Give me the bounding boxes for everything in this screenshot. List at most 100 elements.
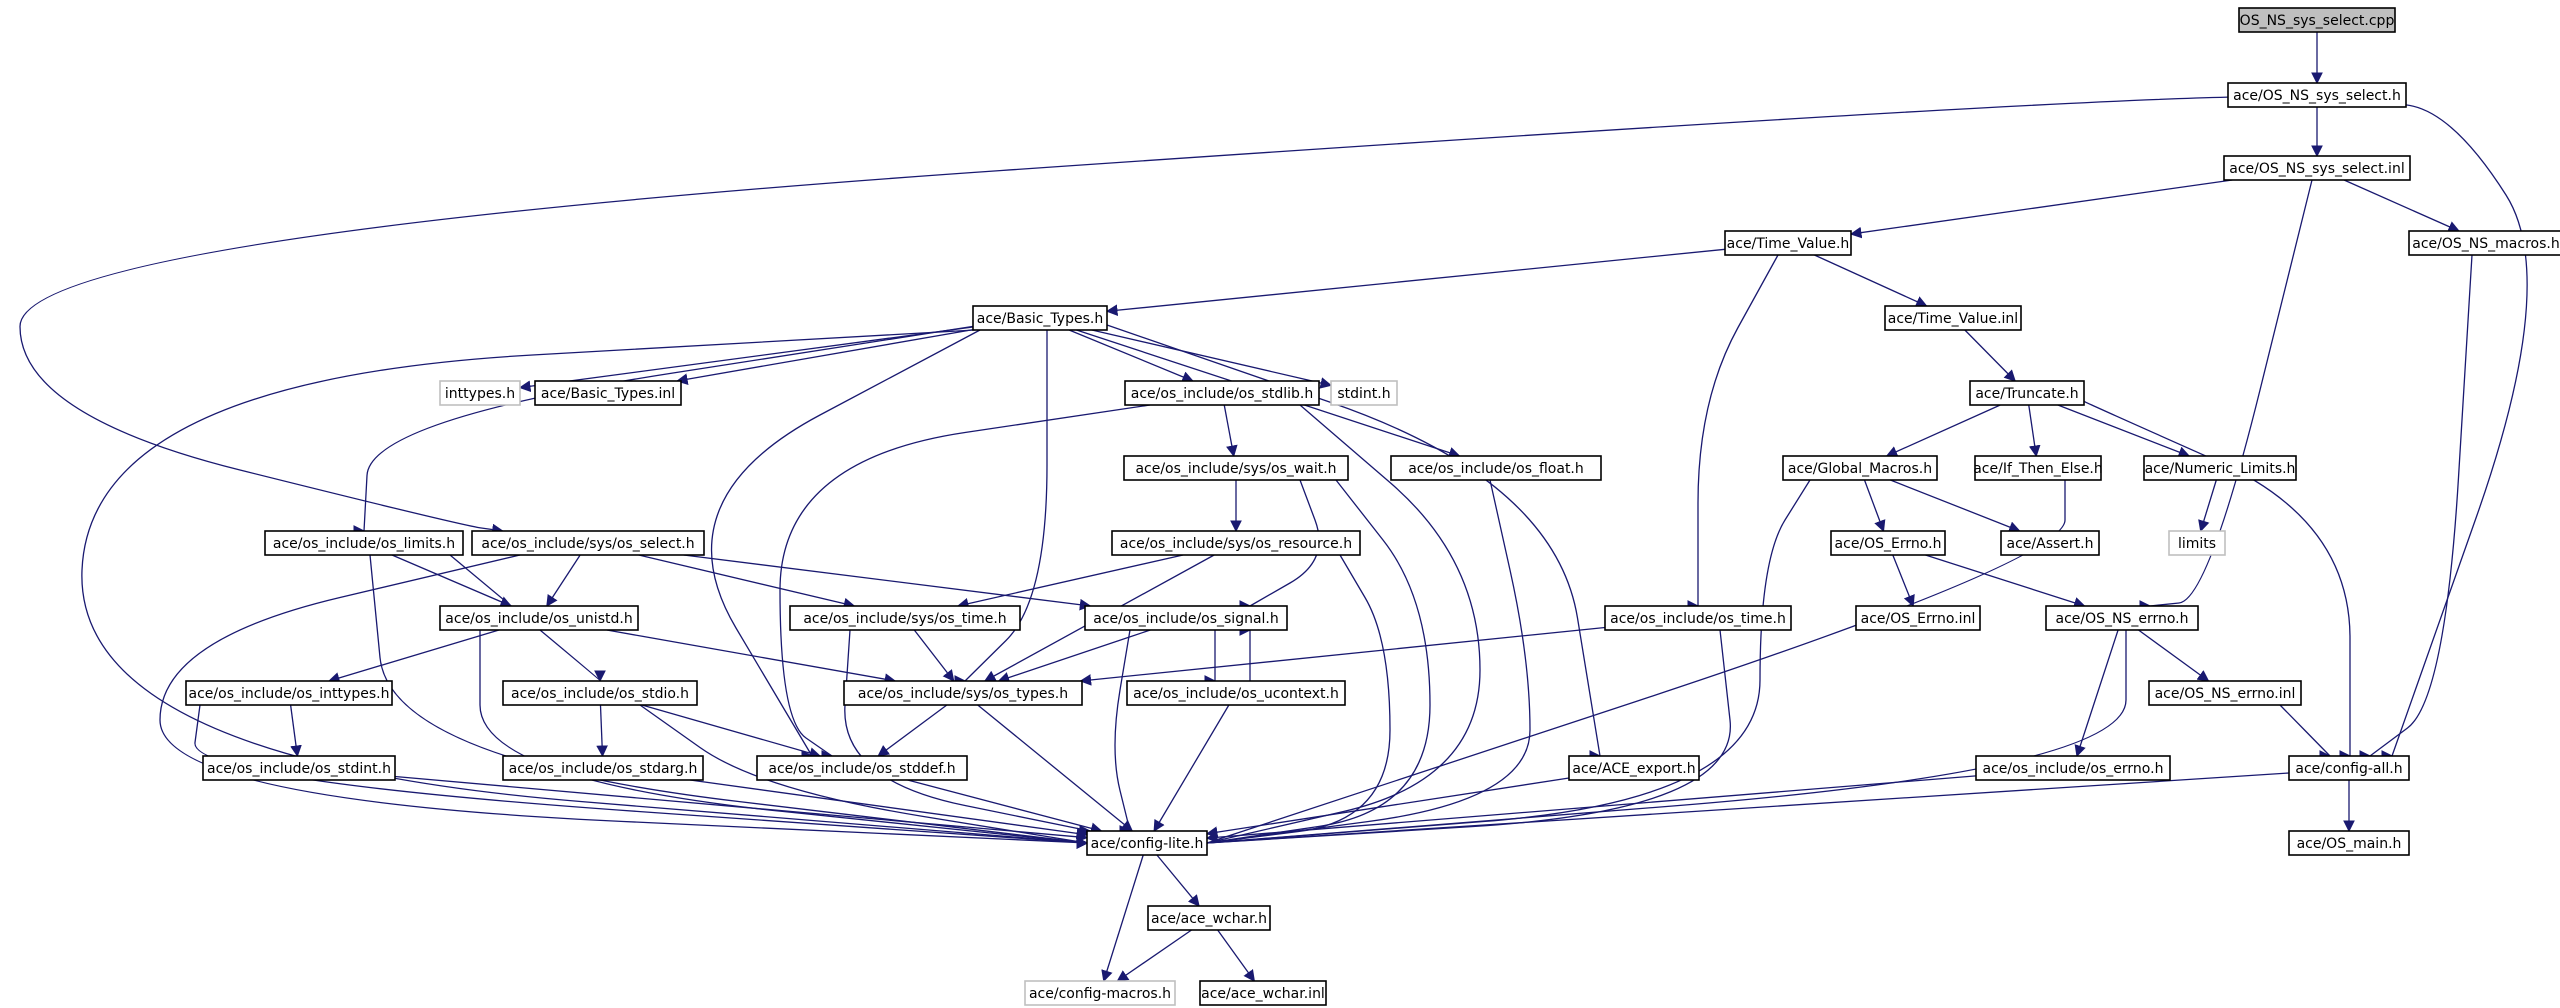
node-tv_h[interactable]: ace/Time_Value.h	[1724, 230, 1852, 256]
edge-stdlib-to-stddef	[779, 404, 1151, 757]
node-os_signal[interactable]: ace/os_include/os_signal.h	[1084, 605, 1288, 631]
edge-config_lite-to-ace_wchar_h	[1156, 854, 1200, 907]
node-label: ace/os_include/os_stddef.h	[768, 761, 955, 777]
node-unistd[interactable]: ace/os_include/os_unistd.h	[439, 605, 639, 631]
node-os_errno_inl[interactable]: ace/OS_Errno.inl	[1855, 605, 1981, 631]
edge-inttypes_os-to-config_lite	[194, 704, 1089, 849]
node-label: ace/os_include/os_stdarg.h	[509, 761, 698, 777]
node-os_stdio[interactable]: ace/os_include/os_stdio.h	[502, 680, 698, 706]
node-os_errno[interactable]: ace/os_include/os_errno.h	[1975, 755, 2171, 781]
node-label: ace/os_include/os_time.h	[1610, 611, 1786, 627]
node-inttypes_os[interactable]: ace/os_include/os_inttypes.h	[185, 680, 393, 706]
node-stdlib[interactable]: ace/os_include/os_stdlib.h	[1124, 380, 1320, 406]
node-label: ace/Time_Value.inl	[1888, 311, 2018, 327]
node-ns_macros[interactable]: ace/OS_NS_macros.h	[2408, 230, 2560, 256]
edge-bt_h-to-inttypes	[518, 326, 974, 393]
node-global_macros[interactable]: ace/Global_Macros.h	[1782, 455, 1938, 481]
node-os_main[interactable]: ace/OS_main.h	[2288, 830, 2410, 856]
node-truncate[interactable]: ace/Truncate.h	[1969, 380, 2085, 406]
node-ns_errno_inl[interactable]: ace/OS_NS_errno.inl	[2148, 680, 2302, 706]
node-ace_export[interactable]: ace/ACE_export.h	[1568, 755, 1700, 781]
edge-ucontext-to-config_lite	[1153, 704, 1230, 833]
edge-stdlib-to-config_lite	[1205, 404, 1481, 847]
node-os_float[interactable]: ace/os_include/os_float.h	[1390, 455, 1602, 481]
node-os_time[interactable]: ace/os_include/os_time.h	[1604, 605, 1792, 631]
node-numeric_limits[interactable]: ace/Numeric_Limits.h	[2143, 455, 2297, 481]
node-os_types[interactable]: ace/os_include/sys/os_types.h	[843, 680, 1083, 706]
node-stdarg[interactable]: ace/os_include/os_stdarg.h	[502, 755, 704, 781]
node-box	[502, 755, 704, 781]
node-box	[1724, 230, 1852, 256]
node-label: ace/OS_NS_sys_select.h	[2233, 88, 2401, 104]
edge-os_select-to-os_time_sys	[638, 554, 856, 610]
node-assert[interactable]: ace/Assert.h	[2000, 530, 2100, 556]
edge-ns_errno_h-to-os_errno	[2074, 629, 2119, 758]
node-config_lite[interactable]: ace/config-lite.h	[1086, 830, 1208, 856]
edge-bt_h-to-bt_inl	[675, 328, 974, 385]
node-inttypes[interactable]: inttypes.h	[439, 380, 521, 406]
node-box	[1124, 380, 1320, 406]
node-box	[2223, 155, 2411, 181]
edge-unistd-to-inttypes_os	[327, 629, 500, 684]
edge-os_signal-to-config_lite	[1114, 629, 1134, 833]
edge-stdarg-to-config_lite	[689, 779, 1089, 840]
node-os_select[interactable]: ace/os_include/sys/os_select.h	[471, 530, 705, 556]
node-sel_inl[interactable]: ace/OS_NS_sys_select.inl	[2223, 155, 2411, 181]
node-label: ace/os_include/sys/os_time.h	[803, 611, 1006, 627]
nodes-layer: OS_NS_sys_select.cpp ace/OS_NS_sys_select…	[185, 7, 2560, 1006]
node-box	[1086, 830, 1208, 856]
node-sel_h[interactable]: ace/OS_NS_sys_select.h	[2227, 82, 2407, 108]
node-os_wait[interactable]: ace/os_include/sys/os_wait.h	[1123, 455, 1349, 481]
node-ucontext[interactable]: ace/os_include/os_ucontext.h	[1126, 680, 1346, 706]
node-box	[202, 755, 396, 781]
edge-global_macros-to-os_errno_h	[1863, 479, 1886, 533]
node-bt_h[interactable]: ace/Basic_Types.h	[972, 305, 1108, 331]
node-label: ace/os_include/sys/os_select.h	[481, 536, 694, 552]
node-label: ace/os_include/os_errno.h	[1983, 761, 2164, 777]
edge-os_wait-to-config_lite	[1205, 479, 1431, 848]
node-os_resource[interactable]: ace/os_include/sys/os_resource.h	[1111, 530, 1361, 556]
node-root[interactable]: OS_NS_sys_select.cpp	[2238, 7, 2396, 33]
edge-os_stdio-to-stddef	[641, 704, 822, 759]
node-if_then_else[interactable]: ace/If_Then_Else.h	[1973, 455, 2103, 481]
node-ns_errno_h[interactable]: ace/OS_NS_errno.h	[2045, 605, 2199, 631]
node-stdint[interactable]: stdint.h	[1330, 380, 1398, 406]
node-box	[843, 680, 1083, 706]
node-box	[1330, 380, 1398, 406]
node-box	[1111, 530, 1361, 556]
node-label: ace/os_include/sys/os_resource.h	[1120, 536, 1352, 552]
node-os_limits[interactable]: ace/os_include/os_limits.h	[264, 530, 464, 556]
node-box	[439, 380, 521, 406]
node-ace_wchar_inl[interactable]: ace/ace_wchar.inl	[1199, 980, 1327, 1006]
node-config_macros[interactable]: ace/config-macros.h	[1024, 980, 1176, 1006]
node-limits[interactable]: limits	[2168, 530, 2226, 556]
node-config_all[interactable]: ace/config-all.h	[2288, 755, 2410, 781]
node-os_errno_h[interactable]: ace/OS_Errno.h	[1830, 530, 1946, 556]
node-box	[2045, 605, 2199, 631]
node-ace_wchar_h[interactable]: ace/ace_wchar.h	[1147, 905, 1271, 931]
node-box	[1568, 755, 1700, 781]
edge-if_then_else-to-config_lite	[1205, 479, 2066, 846]
node-label: ace/OS_NS_errno.h	[2055, 611, 2188, 627]
node-os_time_sys[interactable]: ace/os_include/sys/os_time.h	[789, 605, 1021, 631]
node-bt_inl[interactable]: ace/Basic_Types.inl	[534, 380, 682, 406]
node-box	[1855, 605, 1981, 631]
edge-ns_errno_inl-to-config_all	[2279, 704, 2331, 757]
edge-os_errno-to-config_lite	[1205, 775, 1977, 844]
edge-os_select-to-os_signal	[683, 554, 1092, 611]
edge-os_select-to-unistd	[546, 554, 581, 607]
node-box	[1123, 455, 1349, 481]
node-tv_inl[interactable]: ace/Time_Value.inl	[1884, 305, 2022, 331]
edge-tv_inl-to-truncate	[1964, 329, 2016, 382]
node-stddef[interactable]: ace/os_include/os_stddef.h	[756, 755, 968, 781]
edge-os_select-to-config_lite	[159, 554, 1089, 849]
node-box	[1147, 905, 1271, 931]
node-label: ace/If_Then_Else.h	[1973, 461, 2103, 477]
edge-ns_errno_h-to-ns_errno_inl	[2138, 629, 2210, 682]
edge-os_types-to-config_lite	[977, 704, 1134, 832]
edge-truncate-to-global_macros	[1885, 404, 2001, 458]
node-label: ace/os_include/os_inttypes.h	[189, 686, 390, 702]
node-os_stdint[interactable]: ace/os_include/os_stdint.h	[202, 755, 396, 781]
node-label: ace/Global_Macros.h	[1788, 461, 1932, 477]
edge-sel_h-to-config_all	[2389, 104, 2528, 758]
